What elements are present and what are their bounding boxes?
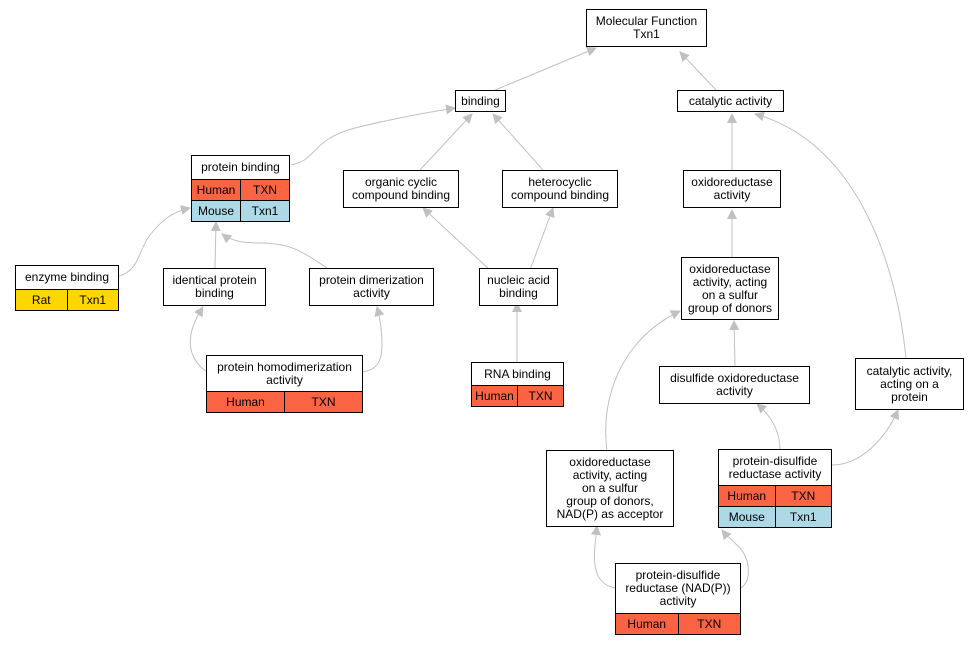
species-cell: Human [196,182,236,197]
node-catalytic-activity-acting-on-protein: catalytic activity, acting on a protein [855,358,964,410]
edge-oxnad-to-oxsulf [605,310,681,452]
node-label: protein homodimerization activity [217,359,352,387]
species-cell: Human [226,394,265,409]
node-label: catalytic activity [688,93,773,108]
edge-idp-to-protein-binding [210,221,221,269]
gene-cell: Txn1 [774,507,832,527]
edge-pdrn-to-pdr [721,529,749,589]
gene-cell: TXN [284,392,362,412]
species-row-human: Human TXN [207,391,362,412]
node-label: protein binding [201,160,280,174]
species-cell: Mouse [197,203,235,218]
node-label: organic cyclic compound binding [351,175,451,202]
species-cell: Human [627,616,667,631]
species-row-rat: Rat Txn1 [16,289,118,310]
edge-binding-to-mf [487,46,597,94]
gene-cell: Txn1 [240,201,289,221]
species-row-mouse: Mouse Txn1 [719,506,831,527]
species-row-human: Human TXN [616,613,740,634]
node-protein-homodimerization-activity: protein homodimerization activity Human … [206,355,363,413]
node-label: identical protein binding [172,273,257,300]
edge-pdim-to-protein-binding [221,233,331,271]
edge-pdrn-to-oxnad [591,525,617,589]
node-label: binding [461,93,500,108]
node-label: Molecular Function Txn1 [595,14,698,41]
node-label: nucleic acid binding [487,273,550,300]
node-rna-binding: RNA binding Human TXN [471,362,564,407]
gene-cell: TXN [677,614,741,634]
node-label: oxidoreductase activity, acting on a sul… [687,261,773,315]
node-catalytic-activity: catalytic activity [677,90,784,112]
edge-nab-to-hcb [529,207,555,271]
node-label: oxidoreductase activity, acting on a sul… [556,455,664,521]
species-cell: Rat [31,292,51,307]
node-label: protein-disulfide reductase (NAD(P)) act… [625,568,731,608]
gene-cell: Txn1 [66,290,119,310]
species-row-human: Human TXN [192,179,289,200]
node-label: oxidoreductase activity [691,175,773,202]
edge-hcb-to-binding [492,113,544,171]
node-binding: binding [455,90,506,112]
node-nucleic-acid-binding: nucleic acid binding [479,268,558,306]
species-row-human: Human TXN [719,485,831,506]
node-label: heterocyclic compound binding [510,175,610,202]
node-oxidoreductase-activity: oxidoreductase activity [683,170,781,208]
node-oxidoreductase-sulfur-donors: oxidoreductase activity, acting on a sul… [681,257,779,320]
species-cell: Human [727,488,767,503]
node-label: enzyme binding [24,270,110,284]
node-label: disulfide oxidoreductase activity [670,371,799,398]
node-protein-disulfide-reductase-activity: protein-disulfide reductase activity Hum… [718,449,832,528]
edge-cap-to-catalytic [754,111,907,359]
species-row-human: Human TXN [472,385,563,406]
node-oxidoreductase-nadp-acceptor: oxidoreductase activity, acting on a sul… [546,450,674,527]
node-label: protein-disulfide reductase activity [728,453,822,481]
node-molecular-function: Molecular Function Txn1 [586,9,707,47]
node-heterocyclic-compound-binding: heterocyclic compound binding [502,170,618,208]
edge-enzb-to-protein-binding [118,205,191,277]
gene-cell: TXN [517,386,563,406]
node-label: protein dimerization activity [319,273,424,300]
node-label: RNA binding [484,366,551,381]
node-protein-binding: protein binding Human TXN Mouse Txn1 [191,155,290,222]
gene-cell: TXN [774,486,832,506]
node-organic-cyclic-compound-binding: organic cyclic compound binding [343,170,459,208]
node-protein-dimerization-activity: protein dimerization activity [309,268,434,306]
edge-phd-to-idp [189,306,208,373]
node-enzyme-binding: enzyme binding Rat Txn1 [15,265,119,311]
edge-catalytic-to-mf [679,51,717,91]
node-identical-protein-binding: identical protein binding [163,268,266,306]
species-cell: Human [475,388,514,403]
node-protein-disulfide-reductase-nadp-activity: protein-disulfide reductase (NAD(P)) act… [615,563,741,635]
node-disulfide-oxidoreductase-activity: disulfide oxidoreductase activity [659,366,810,404]
edge-protein-binding-to-binding [290,104,456,166]
node-label: catalytic activity, acting on a protein [866,363,953,404]
edge-dsox-to-oxsulf [729,320,740,367]
edge-pdr-to-dsox [756,403,781,451]
species-row-mouse: Mouse Txn1 [192,200,289,221]
edge-nab-to-occb [422,207,491,271]
species-cell: Mouse [728,509,765,524]
edge-occb-to-binding [419,113,473,171]
gene-cell: TXN [240,180,289,200]
edge-pdr-to-cap [831,409,900,466]
edge-phd-to-pdim [361,306,385,373]
